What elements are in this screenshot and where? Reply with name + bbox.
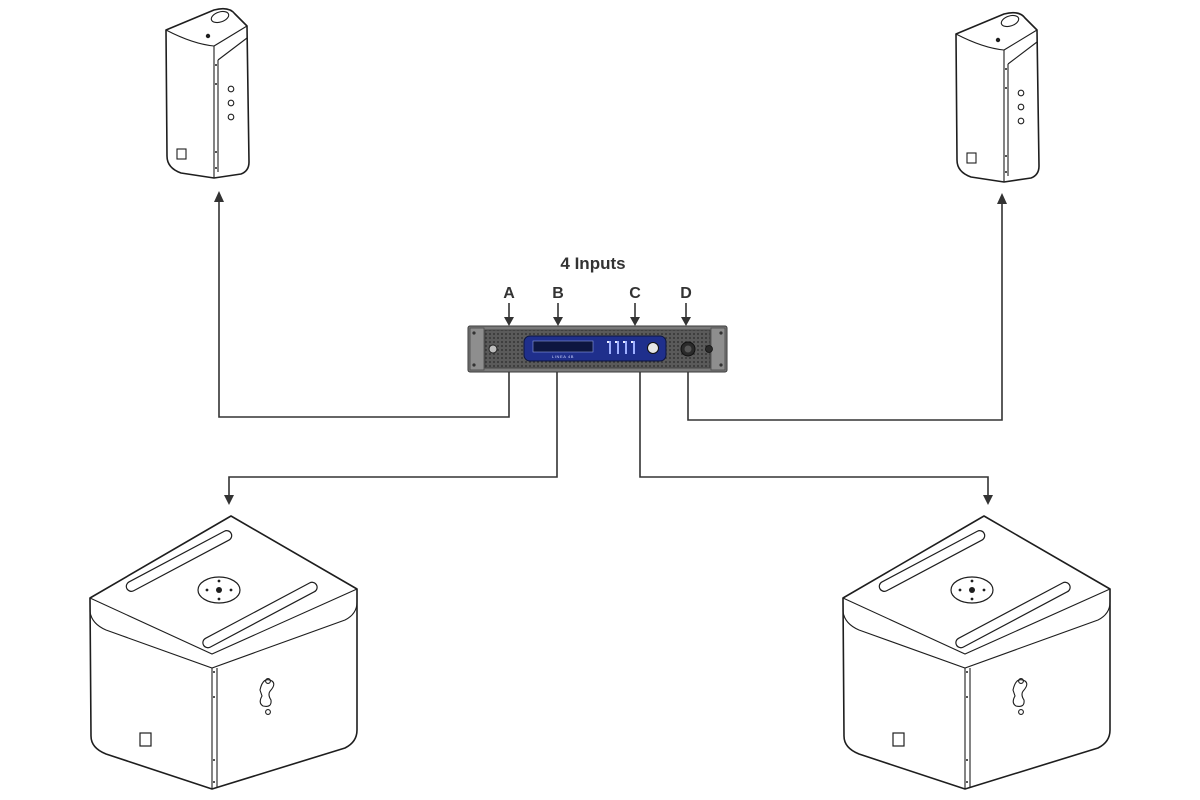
subwoofer-bottom-left bbox=[89, 515, 358, 790]
output-wires bbox=[214, 191, 1007, 505]
wire-c-to-bottom-right-subwoofer bbox=[639, 372, 993, 505]
control-knob-icon bbox=[647, 342, 659, 354]
input-label-b: B bbox=[552, 285, 564, 302]
input-arrow-a bbox=[504, 303, 514, 326]
satellite-speaker-top-left bbox=[165, 7, 250, 179]
input-arrow-b bbox=[553, 303, 563, 326]
amplifier: LINEA 4B bbox=[467, 325, 728, 373]
channel-meters bbox=[607, 341, 635, 354]
input-arrows bbox=[504, 303, 691, 326]
input-label-a: A bbox=[503, 285, 515, 302]
wire-a-to-top-left-satellite bbox=[214, 191, 510, 418]
satellite-speaker-top-right bbox=[955, 11, 1040, 183]
inputs-title: 4 Inputs bbox=[560, 254, 625, 273]
subwoofer-bottom-right bbox=[842, 515, 1111, 790]
wire-b-to-bottom-left-subwoofer bbox=[224, 372, 558, 505]
input-arrow-c bbox=[630, 303, 640, 326]
input-arrow-d bbox=[681, 303, 691, 326]
power-button-icon bbox=[488, 344, 498, 354]
input-label-c: C bbox=[629, 285, 641, 302]
input-label-d: D bbox=[680, 285, 692, 302]
amplifier-display-text: LINEA 4B bbox=[552, 354, 574, 359]
wire-d-to-top-right-satellite bbox=[687, 193, 1007, 421]
amplifier-display bbox=[532, 340, 594, 353]
